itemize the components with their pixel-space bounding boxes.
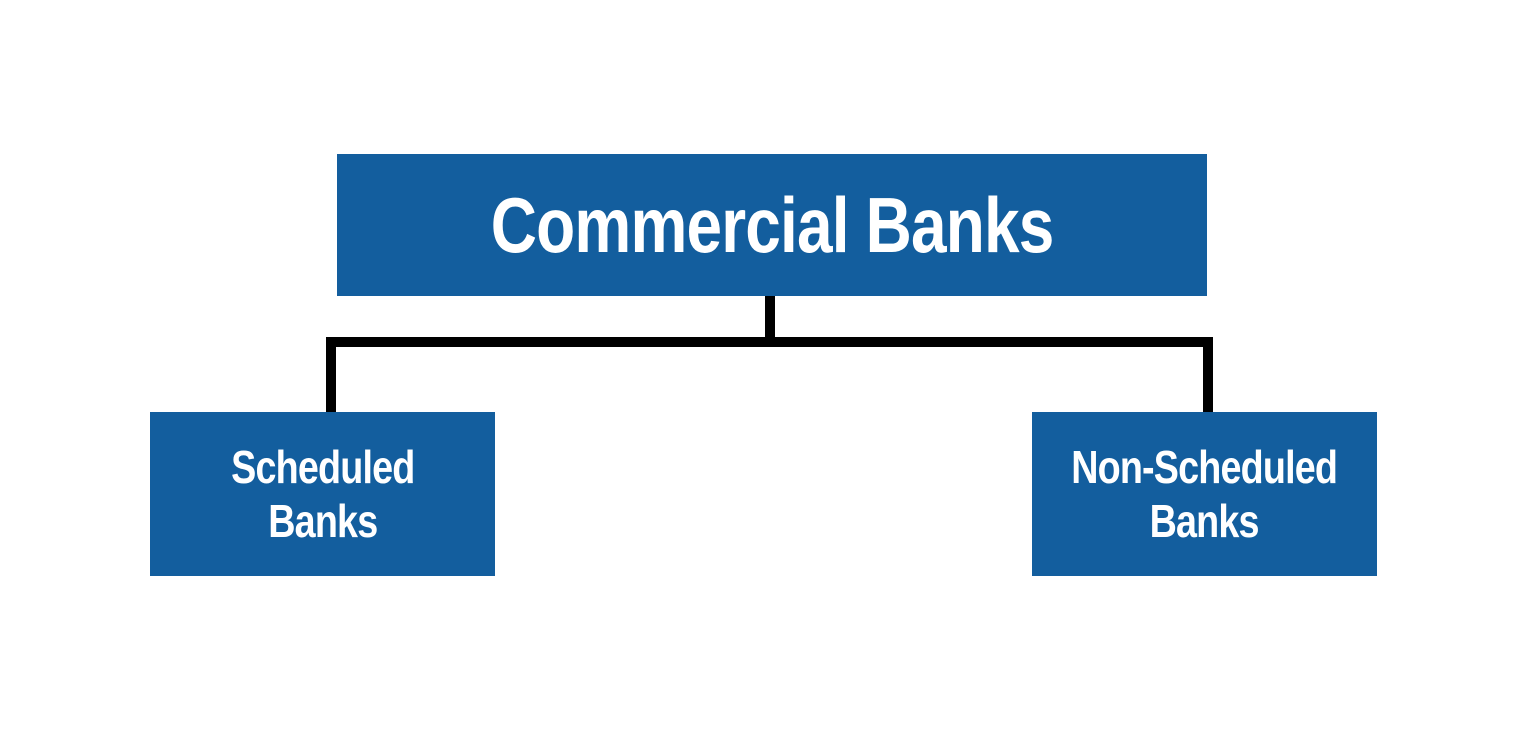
- node-non-scheduled-banks-line1: Non-Scheduled: [1071, 440, 1339, 493]
- node-scheduled-banks-line1: Scheduled: [230, 440, 415, 493]
- connector-drop-right: [1203, 337, 1213, 412]
- node-commercial-banks-label: Commercial Banks: [490, 180, 1055, 269]
- connector-root-stem: [765, 296, 775, 343]
- node-non-scheduled-banks-line2: Banks: [1149, 495, 1260, 547]
- connector-horizontal-line: [326, 337, 1213, 347]
- node-commercial-banks: Commercial Banks: [337, 154, 1207, 296]
- node-scheduled-banks-line2: Banks: [267, 495, 378, 547]
- connector-drop-left: [326, 337, 336, 412]
